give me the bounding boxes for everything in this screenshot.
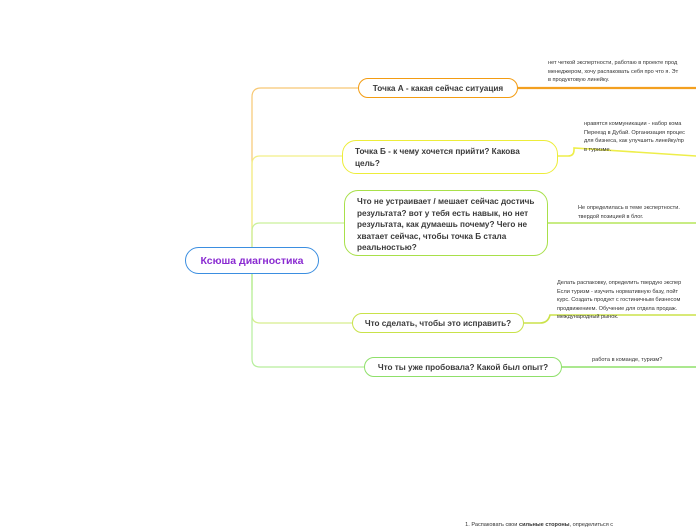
- bottom-note: 1. Распаковать свои сильные стороны, опр…: [462, 512, 613, 529]
- note-obstacles: Не определилась в теме экспертности. тве…: [578, 205, 680, 220]
- branch-point-b[interactable]: Точка Б - к чему хочется прийти? Какова …: [342, 140, 558, 174]
- root-node[interactable]: Ксюша диагностика: [185, 247, 319, 274]
- note-line-b: [558, 147, 696, 157]
- branch-obstacles-label: Что не устраивает / мешает сейчас достич…: [357, 197, 535, 253]
- trunk-line-to-b: [251, 155, 342, 261]
- trunk-line-to-a: [251, 87, 358, 261]
- branch-point-a[interactable]: Точка А - какая сейчас ситуация: [358, 78, 518, 98]
- branch-fix-label: Что сделать, чтобы это исправить?: [364, 318, 512, 328]
- branch-point-a-label: Точка А - какая сейчас ситуация: [372, 83, 504, 93]
- branch-obstacles[interactable]: Что не устраивает / мешает сейчас достич…: [344, 190, 548, 256]
- branch-point-b-label: Точка Б - к чему хочется прийти? Какова …: [355, 147, 520, 168]
- bottom-note-suffix: , определиться с: [569, 521, 614, 528]
- note-point-a: нет четкой экспертности, работаю в проек…: [548, 60, 679, 84]
- root-label: Ксюша диагностика: [200, 254, 304, 267]
- note-fix: Делать распаковку, определить твердую эк…: [557, 280, 682, 321]
- bottom-note-bold: сильные стороны: [518, 521, 570, 528]
- branch-experience[interactable]: Что ты уже пробовала? Какой был опыт?: [364, 357, 562, 377]
- branch-fix[interactable]: Что сделать, чтобы это исправить?: [352, 313, 524, 333]
- trunk-line-to-e: [251, 261, 364, 368]
- branch-experience-label: Что ты уже пробовала? Какой был опыт?: [377, 362, 549, 372]
- bottom-note-prefix: 1. Распаковать свои: [465, 521, 519, 528]
- note-point-b: нравятся коммуникации - набор кома Перее…: [584, 121, 685, 153]
- note-line-d: [524, 314, 696, 324]
- note-experience: работа в команде, туризм?: [592, 357, 663, 363]
- trunk-line-to-c: [251, 222, 344, 261]
